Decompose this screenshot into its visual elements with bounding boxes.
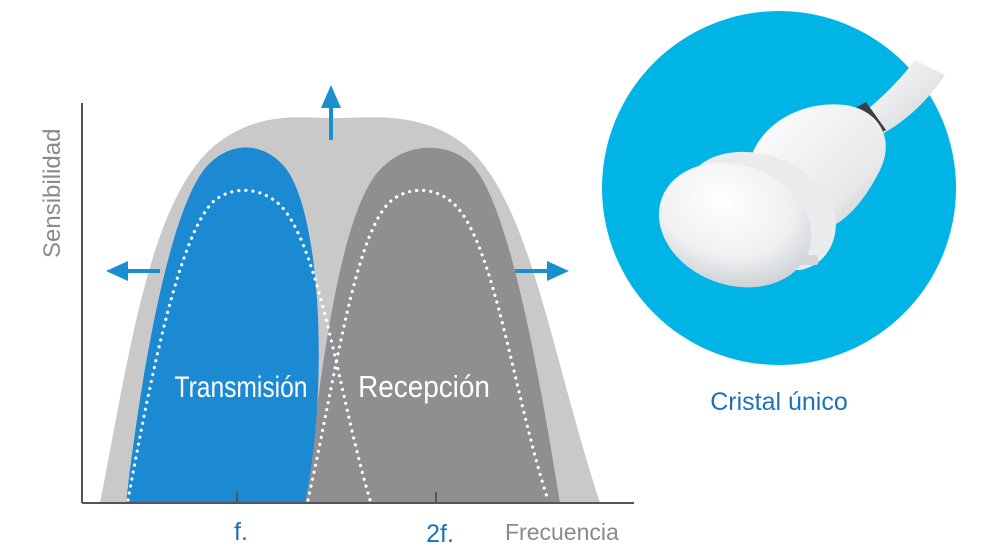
arrow-right-icon <box>515 261 569 281</box>
y-axis-label: Sensibilidad <box>39 129 66 258</box>
arrow-up-icon <box>321 85 341 140</box>
arrow-left-icon <box>106 261 160 281</box>
tick-label-f: f. <box>234 518 248 546</box>
reception-label: Recepción <box>358 370 490 405</box>
tick-label-2f: 2f. <box>426 520 454 548</box>
x-axis-label: Frecuencia <box>505 519 619 545</box>
transmission-label: Transmisión <box>174 370 307 404</box>
reception-dotted-curve <box>306 188 550 502</box>
ultrasound-probe-icon <box>602 11 956 365</box>
transmission-dotted-curve <box>126 188 372 502</box>
probe-caption: Cristal único <box>710 388 848 416</box>
transmission-band <box>126 147 319 504</box>
